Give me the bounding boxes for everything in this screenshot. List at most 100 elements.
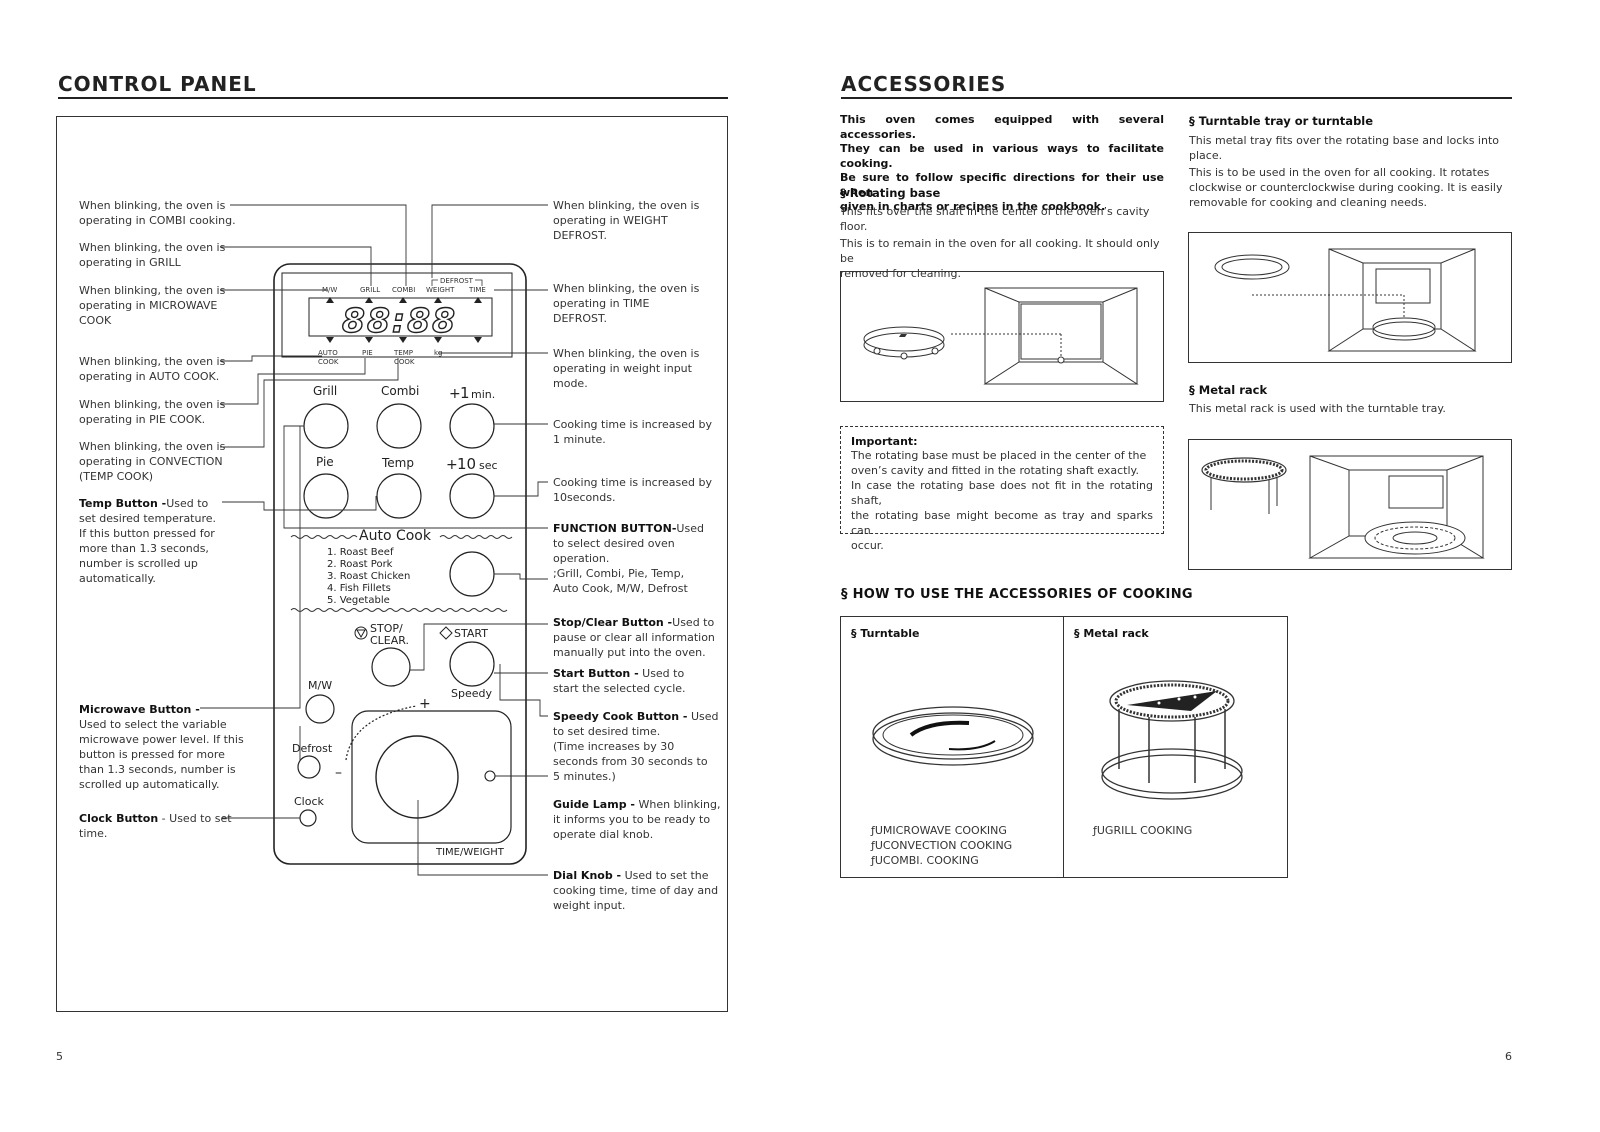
control-panel-frame (56, 116, 728, 1012)
start-button[interactable] (449, 641, 495, 687)
auto-cook-item: 5. Vegetable (327, 595, 390, 606)
plus10-num: 10 (457, 455, 476, 473)
plus1-sign: + (449, 386, 461, 402)
temp-label: Temp (381, 456, 414, 470)
dial-plus: + (419, 696, 431, 712)
how-to-use-heading: § HOW TO USE THE ACCESSORIES OF COOKING (841, 587, 1193, 602)
leader-lines (200, 204, 548, 876)
guide-lamp (484, 770, 496, 782)
page-number-right: 6 (1505, 1050, 1512, 1063)
important-heading: Important: (851, 435, 918, 448)
rotating-base-text: This fits over the shaft in the center o… (840, 205, 1160, 280)
rotating-base-heading: § Rotating base (840, 186, 941, 200)
display-label-pie: PIE (362, 349, 373, 357)
metal-rack-col-heading: § Metal rack (1074, 627, 1149, 640)
turntable-image (872, 706, 1034, 766)
rotating-base-illustration (840, 271, 1164, 402)
turntable-uses: ƒUMICROWAVE COOKING ƒUCONVECTION COOKING… (871, 824, 1013, 867)
metal-rack-image (1101, 680, 1243, 800)
auto-cook-item: 3. Roast Chicken (327, 571, 410, 582)
display-arrows-up (326, 297, 482, 303)
plus10-unit: sec (479, 459, 498, 472)
microwave-button[interactable] (305, 694, 335, 724)
stop-clear-button[interactable] (371, 647, 411, 687)
dial-knob[interactable] (375, 735, 459, 819)
defrost-label: Defrost (292, 742, 333, 755)
callout-start-button: Start Button - Used to start the selecte… (553, 667, 686, 695)
plus1-num: 1 (460, 384, 470, 402)
auto-cook-item: 1. Roast Beef (327, 547, 394, 558)
dial-minus: – (335, 765, 342, 781)
stop-icon (354, 626, 368, 640)
callout-guide-lamp: Guide Lamp - When blinking, it informs y… (553, 798, 721, 841)
combi-label: Combi (381, 384, 419, 398)
time-weight-label: TIME/WEIGHT (435, 847, 505, 858)
grill-label: Grill (313, 384, 337, 398)
turntable-text: This metal tray fits over the rotating b… (1189, 134, 1503, 209)
callout-dial-knob: Dial Knob - Used to set the cooking time… (553, 869, 719, 912)
mw-label: M/W (308, 679, 332, 692)
callout-temp-button: Temp Button -Used to set desired tempera… (79, 497, 217, 585)
display-label-weight: WEIGHT (426, 286, 455, 294)
turntable-col-heading: § Turntable (851, 627, 920, 640)
start-icon (439, 626, 453, 640)
display-arrows-down (326, 337, 482, 343)
metal-rack-illustration (1188, 439, 1512, 570)
pie-button[interactable] (303, 473, 349, 519)
plus1-unit: min. (471, 388, 495, 401)
callout-stop-clear-button: Stop/Clear Button -Used to pause or clea… (553, 616, 715, 659)
plus-1-min-button[interactable] (449, 403, 495, 449)
control-panel-diagram: M/W GRILL COMBI WEIGHT TIME DEFROST 88:8… (200, 204, 548, 876)
display-label-auto: AUTO (318, 349, 338, 357)
dial-arc (345, 705, 417, 761)
display-label-mw: M/W (322, 286, 337, 294)
callout-speedy-button: Speedy Cook Button - Used to set desired… (553, 710, 719, 783)
stop-clear-label-1: STOP/ (370, 622, 403, 635)
metal-rack-heading: § Metal rack (1189, 383, 1268, 397)
display-label-temp-cook: COOK (394, 358, 415, 366)
display-label-time: TIME (468, 286, 486, 294)
plus10-sign: + (446, 457, 458, 473)
clock-button[interactable] (299, 809, 317, 827)
accessories-title: ACCESSORIES (841, 72, 1007, 96)
grill-button[interactable] (303, 403, 349, 449)
title-rule (58, 97, 728, 99)
how-to-use-table: § Turntable § Metal rack ƒUMICROWAVE COO… (840, 616, 1288, 878)
pie-label: Pie (316, 455, 334, 469)
callout-clock-button: Clock Button - Used to set time. (79, 812, 232, 840)
page-number-left: 5 (56, 1050, 63, 1063)
auto-cook-button[interactable] (449, 551, 495, 597)
display-label-defrost: DEFROST (440, 277, 474, 285)
speedy-label: Speedy (451, 687, 492, 700)
stop-clear-label-2: CLEAR. (370, 634, 409, 647)
display-label-grill: GRILL (360, 286, 380, 294)
display-label-temp: TEMP (393, 349, 413, 357)
display-label-combi: COMBI (392, 286, 415, 294)
auto-cook-label: Auto Cook (359, 528, 432, 544)
table-divider (1063, 617, 1064, 877)
turntable-heading: § Turntable tray or turntable (1189, 114, 1374, 128)
important-notice: Important: The rotating base must be pla… (840, 426, 1164, 552)
start-label: START (454, 627, 488, 640)
title-rule (841, 97, 1512, 99)
combi-button[interactable] (376, 403, 422, 449)
metal-rack-text: This metal rack is used with the turntab… (1189, 402, 1446, 415)
display-digits: 88:88 (342, 301, 457, 340)
callout-function-button: FUNCTION BUTTON-Used to select desired o… (553, 522, 704, 595)
display-label-cook: COOK (318, 358, 339, 366)
defrost-button[interactable] (297, 755, 321, 779)
temp-button[interactable] (376, 473, 422, 519)
control-panel-title: CONTROL PANEL (58, 72, 257, 96)
plus-10-sec-button[interactable] (449, 473, 495, 519)
metal-rack-uses: ƒUGRILL COOKING (1093, 824, 1193, 837)
turntable-illustration (1188, 232, 1512, 363)
